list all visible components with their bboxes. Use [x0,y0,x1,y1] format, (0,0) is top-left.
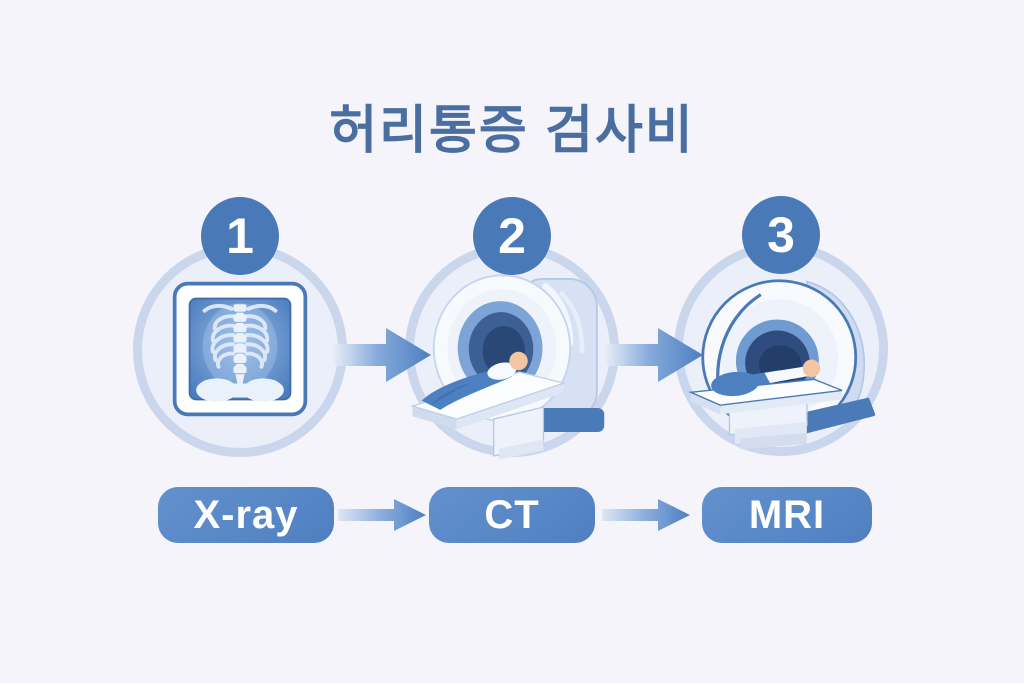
mri-scanner-icon [688,279,876,450]
step-number: 1 [226,208,254,264]
ct-scanner-icon [410,274,605,460]
flow-arrow-icon [602,499,690,531]
flow-arrow-icon [334,328,431,382]
step-1-xray: 1 [133,197,347,457]
label-pill-xray: X-ray [158,487,334,543]
pill-label: CT [484,492,540,537]
step-1-number-badge: 1 [201,197,279,275]
label-pill-mri: MRI [702,487,872,543]
infographic-title: 허리통증 검사비 [329,102,695,160]
step-number: 2 [498,208,526,264]
step-2-number-badge: 2 [473,197,551,275]
flow-arrow-icon [606,328,703,382]
step-2-ct: 2 [405,197,619,460]
step-3-number-badge: 3 [742,196,820,274]
pill-label: MRI [748,492,826,537]
step-number: 3 [767,207,795,263]
flow-arrow-icon [338,499,426,531]
pill-label: X-ray [193,492,299,537]
xray-film-icon [172,281,308,417]
label-pill-ct: CT [429,487,595,543]
step-3-mri: 3 [674,196,888,456]
